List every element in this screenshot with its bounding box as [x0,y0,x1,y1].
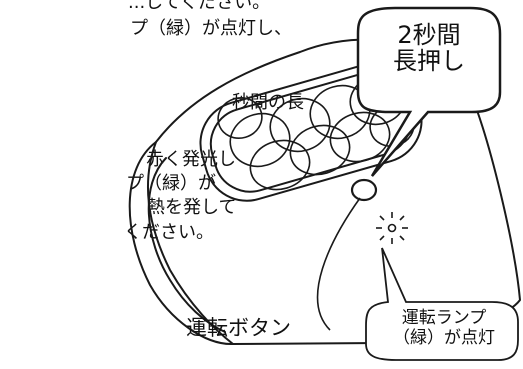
run-button-shape [350,178,378,202]
press-callout-line1: 2秒間 [397,21,461,49]
device-front-face [128,141,234,346]
lamp-callout-line1: 運転ランプ [401,308,487,328]
instruction-fragment-6: 熱を発して [147,197,237,218]
press-callout-text: 2秒間 長押し [364,22,494,75]
run-button-leader [316,197,361,331]
lamp-callout-line2: （緑）が点灯 [393,328,495,349]
device-body-outline [147,38,521,345]
press-bubble-shape [356,6,502,177]
press-callout-line2: 長押し [393,47,465,76]
instruction-fragment-7: ください。 [124,222,214,243]
lamp-callout-text: 運転ランプ （緑）が点灯 [374,308,514,349]
run-button-label: 運転ボタン [186,316,291,340]
device-front-inner [147,157,226,333]
lamp-bubble-shape [365,247,519,361]
instruction-fragment-1: ...してください。 [128,0,271,13]
instruction-fragment-2: プ（緑）が点灯し、 [130,18,292,39]
lamp-rays [376,212,408,244]
